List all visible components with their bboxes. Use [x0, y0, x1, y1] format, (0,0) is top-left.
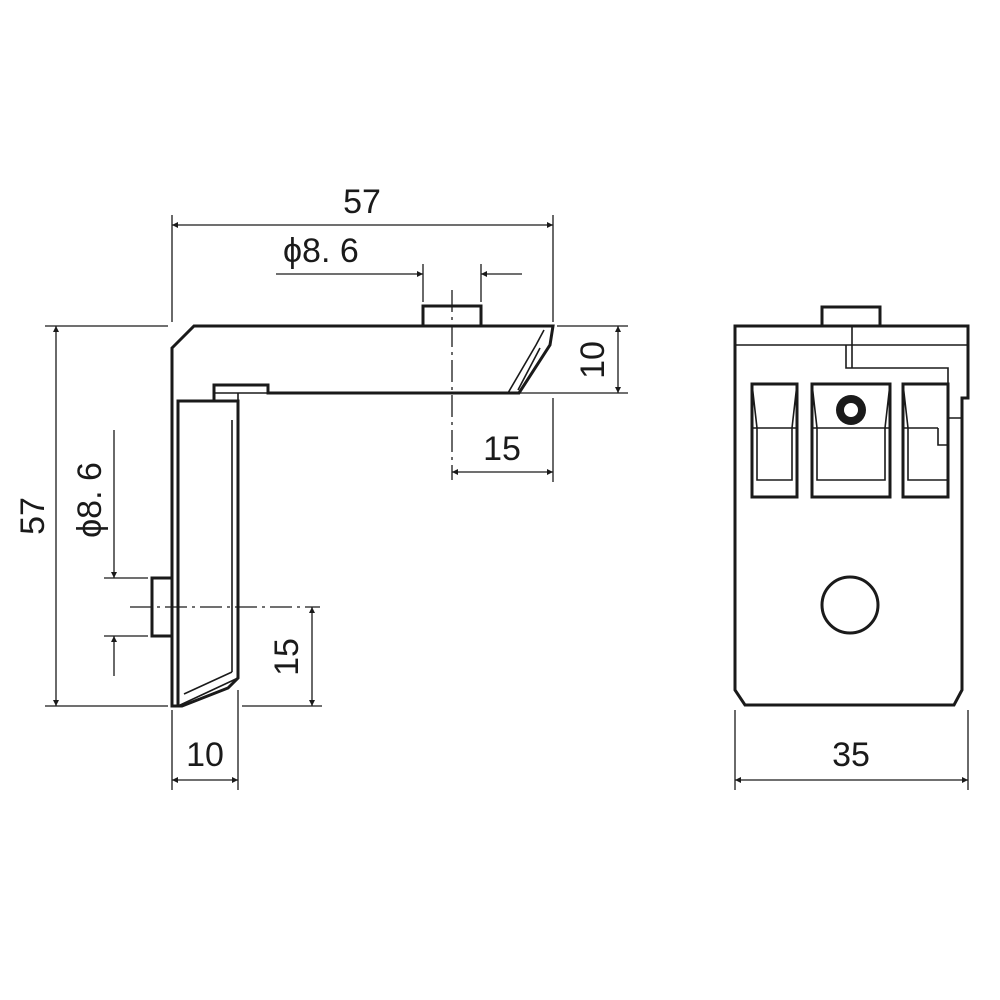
front-slot-left — [750, 382, 799, 499]
front-top-bolt — [820, 305, 882, 328]
left-arm-outline — [172, 399, 240, 708]
dim-top-hole-label: ϕ8. 6 — [283, 232, 359, 270]
front-slot-right — [901, 382, 950, 499]
dim-left-thickness-label: 10 — [186, 736, 224, 774]
front-slot-right-detail — [902, 383, 948, 481]
dim-left-height-label: 57 — [14, 497, 52, 535]
left-arm-tip — [177, 671, 239, 707]
dim-front-width-label: 35 — [832, 736, 870, 774]
front-view: 35 — [733, 305, 970, 790]
side-view: 57 ϕ8. 6 10 15 57 ϕ8. 6 15 — [14, 183, 628, 790]
front-right-step — [845, 345, 962, 419]
top-arm-tip-inner — [517, 347, 541, 391]
top-arm-outline — [170, 324, 555, 708]
top-arm-inner-step — [213, 385, 268, 394]
top-arm-tip — [507, 329, 545, 394]
dim-top-thickness-label: 10 — [574, 341, 612, 379]
front-slot-middle-detail — [811, 383, 891, 481]
dim-top-hole-offset-label: 15 — [483, 430, 521, 468]
front-slot-left-detail — [751, 383, 798, 481]
front-slot-middle — [810, 382, 892, 499]
dim-left-hole-offset-label: 15 — [268, 638, 306, 676]
dim-top-width-label: 57 — [343, 183, 381, 221]
mounting-hole — [820, 575, 880, 635]
dim-left-hole-label: ϕ8. 6 — [71, 462, 109, 538]
front-body-outline — [733, 324, 970, 707]
